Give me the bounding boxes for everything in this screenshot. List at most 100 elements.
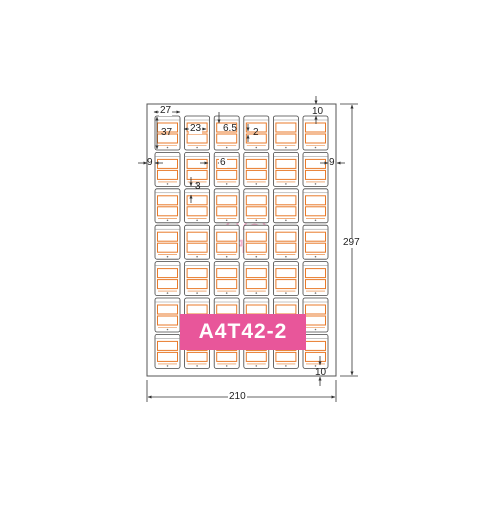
label-dot <box>255 365 258 367</box>
label-lower-box <box>157 279 178 290</box>
label-dot <box>314 146 317 149</box>
label-outline <box>272 151 299 187</box>
label-dot <box>166 365 169 367</box>
label-outline <box>184 188 211 224</box>
label-lower-box <box>245 242 267 253</box>
label-dot <box>314 255 317 258</box>
label-lower-box <box>275 169 297 180</box>
label-outline <box>213 224 240 260</box>
label-cell <box>272 261 299 297</box>
label-lower-box <box>275 133 297 144</box>
label-upper-box <box>186 195 208 206</box>
label-lower-box <box>186 279 208 290</box>
label-cell <box>154 188 181 224</box>
label-lower-box <box>186 206 208 217</box>
label-cell <box>302 333 329 369</box>
label-upper-box <box>216 122 238 133</box>
label-upper-box <box>186 231 208 242</box>
label-outline <box>243 188 270 224</box>
label-cell <box>213 224 240 260</box>
label-lower-box <box>245 133 267 144</box>
label-lower-box <box>245 351 267 362</box>
label-upper-box <box>305 122 326 133</box>
label-outline <box>154 151 181 187</box>
label-upper-box <box>216 268 238 279</box>
label-lower-box <box>275 206 297 217</box>
label-outline <box>302 151 329 187</box>
label-outline <box>272 261 299 297</box>
label-dot <box>255 292 258 294</box>
label-dot <box>225 219 228 222</box>
label-upper-box <box>157 231 178 242</box>
label-upper-box <box>216 158 238 169</box>
label-lower-box <box>216 242 238 253</box>
label-dot <box>166 255 169 258</box>
label-lower-box <box>305 133 326 144</box>
label-cell <box>154 297 181 333</box>
label-dot <box>285 146 287 149</box>
label-lower-box <box>186 133 208 144</box>
label-upper-box <box>275 122 297 133</box>
label-upper-box <box>305 231 326 242</box>
label-lower-box <box>245 279 267 290</box>
label-upper-box <box>305 304 326 315</box>
label-dot <box>166 183 169 185</box>
label-cell <box>243 151 270 187</box>
label-upper-box <box>216 304 238 315</box>
label-upper-box <box>305 195 326 206</box>
label-upper-box <box>275 231 297 242</box>
label-lower-box <box>216 279 238 290</box>
dim-top-gap: 6.5 <box>223 123 237 134</box>
label-dot <box>196 219 198 222</box>
label-lower-box <box>186 169 208 180</box>
label-cell <box>213 188 240 224</box>
label-upper-box <box>245 268 267 279</box>
label-dot <box>196 146 198 149</box>
label-cell <box>272 224 299 260</box>
label-dot <box>166 292 169 294</box>
label-upper-box <box>157 158 178 169</box>
label-cell <box>302 261 329 297</box>
label-outline <box>302 224 329 260</box>
label-lower-box <box>305 315 326 326</box>
label-outline <box>302 115 329 151</box>
label-lower-box <box>245 169 267 180</box>
label-dot <box>196 365 198 367</box>
label-cell <box>154 151 181 187</box>
label-dot <box>225 255 228 258</box>
label-cell <box>243 261 270 297</box>
label-upper-box <box>245 195 267 206</box>
label-outline <box>213 188 240 224</box>
label-outline <box>302 188 329 224</box>
label-outline <box>243 224 270 260</box>
label-lower-box <box>305 169 326 180</box>
label-upper-box <box>157 340 178 351</box>
label-upper-box <box>305 158 326 169</box>
label-dot <box>285 365 287 367</box>
label-cell <box>302 188 329 224</box>
label-lower-box <box>216 169 238 180</box>
label-dot <box>166 219 169 222</box>
label-cell <box>213 261 240 297</box>
label-lower-box <box>157 315 178 326</box>
label-cell <box>272 151 299 187</box>
label-lower-box <box>245 206 267 217</box>
label-lower-box <box>275 351 297 362</box>
label-outline <box>272 224 299 260</box>
label-upper-box <box>245 304 267 315</box>
label-lower-box <box>216 206 238 217</box>
label-lower-box <box>157 242 178 253</box>
label-upper-box <box>157 268 178 279</box>
label-dot <box>314 292 317 294</box>
label-cell <box>184 261 211 297</box>
label-lower-box <box>305 351 326 362</box>
label-outline <box>213 151 240 187</box>
label-lower-box <box>157 206 178 217</box>
label-upper-box <box>245 122 267 133</box>
label-lower-box <box>275 242 297 253</box>
label-upper-box <box>157 304 178 315</box>
label-upper-box <box>186 158 208 169</box>
label-upper-box <box>216 195 238 206</box>
